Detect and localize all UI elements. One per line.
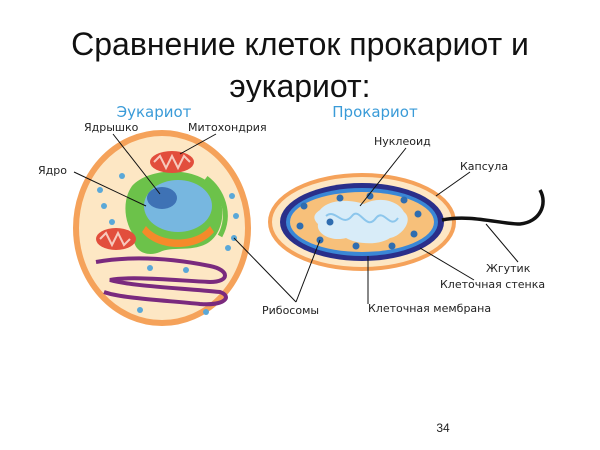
label-mitochondria: Митохондрия: [188, 121, 267, 134]
endoplasmic-reticulum-fold: [204, 176, 228, 238]
nucleus-envelope-rim: [142, 226, 214, 247]
nucleoid-dna: [325, 212, 399, 224]
mitochondrion-left: [96, 228, 136, 250]
slide-title-line-2: эукариот:: [229, 68, 371, 102]
nucleoid: [314, 199, 408, 244]
label-nucleus: Ядро: [38, 164, 67, 177]
leader-lines: [73, 133, 519, 304]
eukaryote-cell: [73, 130, 251, 326]
label-nucleoid: Нуклеоид: [374, 135, 431, 148]
label-cell-wall: Клеточная стенка: [440, 278, 545, 291]
label-ribosomes: Рибосомы: [262, 304, 319, 317]
label-nucleolus: Ядрышко: [84, 121, 139, 134]
golgi-apparatus: [95, 256, 228, 307]
prokaryote-heading: Прокариот: [332, 103, 418, 121]
eukaryote-heading: Эукариот: [117, 103, 192, 121]
page-number: 34: [436, 421, 450, 435]
label-flagellum: Жгутик: [486, 262, 531, 275]
prokaryote-ribosomes: [296, 192, 422, 250]
eukaryote-ribosomes: [97, 173, 239, 315]
label-capsule: Капсула: [460, 160, 508, 173]
slide-title-line-1: Сравнение клеток прокариот и: [71, 26, 529, 62]
prokaryote-cell: [268, 173, 545, 271]
label-cell-membrane: Клеточная мембрана: [368, 302, 491, 315]
mitochondrion-top: [150, 151, 194, 173]
flagellum: [441, 189, 545, 226]
nucleolus: [147, 187, 177, 209]
